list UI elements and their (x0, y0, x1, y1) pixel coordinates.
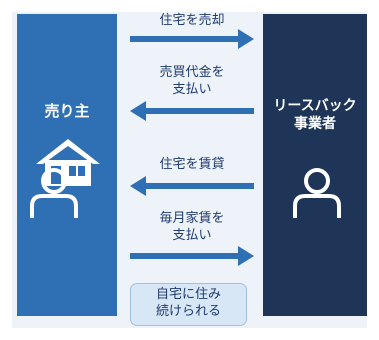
operator-label-line2: 事業者 (294, 115, 336, 132)
seller-person-icon (30, 168, 78, 218)
callout-line1: 自宅に住み (155, 287, 221, 302)
seller-label: 売り主 (44, 102, 90, 120)
operator-label-line1: リースバック (273, 98, 357, 114)
arrow-right-sell (130, 29, 254, 49)
operator-column: リースバック 事業者 (263, 14, 367, 316)
operator-person-icon (293, 168, 341, 218)
arrow-left-pay-price (130, 101, 254, 121)
arrow-left-lease (130, 176, 254, 196)
callout-keep-living: 自宅に住み 続けられる (130, 283, 247, 326)
flow-label-line: 住宅を売却 (159, 13, 225, 28)
flow-label-line: 毎月家賃を (159, 211, 225, 226)
arrow-right-rent (130, 246, 254, 266)
seller-column: 売り主 (17, 14, 117, 316)
flow-label-lease-house: 住宅を賃貸 (130, 157, 254, 174)
flow-label-line: 住宅を賃貸 (159, 157, 225, 172)
flow-label-pay-price: 売買代金を 支払い (130, 65, 254, 99)
flow-label-line: 売買代金を (159, 65, 225, 80)
house-icon (36, 139, 100, 186)
flow-label-pay-rent: 毎月家賃を 支払い (130, 211, 254, 245)
flow-label-sell-house: 住宅を売却 (130, 13, 254, 30)
callout-line2: 続けられる (155, 303, 221, 319)
flow-label-line: 支払い (172, 81, 212, 97)
flow-label-line: 支払い (172, 227, 212, 243)
operator-label: リースバック 事業者 (263, 98, 367, 133)
